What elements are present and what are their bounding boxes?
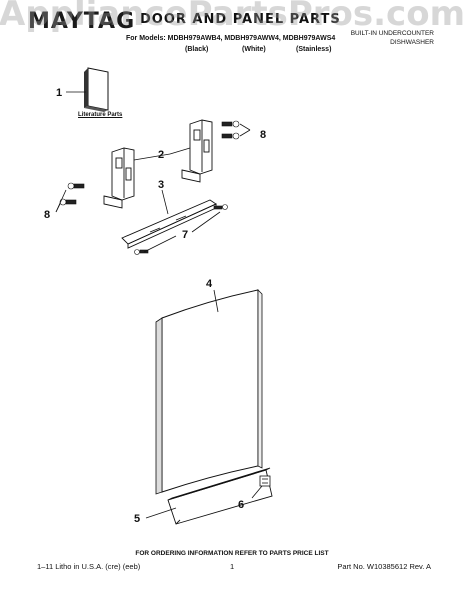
callout-4: 4 [206, 278, 213, 290]
left-hinge-bracket [103, 147, 135, 209]
literature-part [84, 67, 109, 112]
lithograph-note: 1–11 Litho in U.S.A. (cre) (eeb) [37, 562, 141, 571]
leader-line-6 [251, 485, 263, 499]
callout-2: 2 [158, 149, 164, 161]
leader-line-4 [213, 289, 219, 313]
leader-line-2a [133, 153, 171, 161]
toe-panel-clip [259, 475, 271, 487]
callout-8-right: 8 [260, 129, 266, 141]
callout-7: 7 [182, 229, 188, 241]
page-number: 1 [230, 562, 235, 571]
screw-set-left [59, 182, 85, 206]
variant-stainless: (Stainless) [296, 46, 332, 53]
leader-line-2b [169, 147, 191, 155]
door-channel-rail [121, 199, 217, 249]
leader-line-3 [161, 189, 169, 215]
callout-3: 3 [158, 179, 164, 191]
page-title: DOOR AND PANEL PARTS [140, 12, 341, 27]
callout-5: 5 [134, 513, 140, 525]
variant-white: (White) [242, 46, 266, 53]
product-type-line1: BUILT-IN UNDERCOUNTER [350, 30, 434, 37]
brand-logo: MAYTAG [28, 9, 136, 34]
screw-set-right [221, 120, 240, 140]
product-type-line2: DISHWASHER [390, 39, 434, 46]
callout-6: 6 [238, 499, 244, 511]
right-hinge-bracket [181, 119, 213, 183]
literature-parts-label: Literature Parts [78, 112, 123, 118]
ordering-note: FOR ORDERING INFORMATION REFER TO PARTS … [135, 550, 329, 557]
part-number: Part No. W10385612 Rev. A [337, 562, 431, 571]
models-line: For Models: MDBH979AWB4, MDBH979AWW4, MD… [126, 35, 336, 42]
callout-8-left: 8 [44, 209, 50, 221]
toe-panel [167, 467, 273, 525]
leader-line-5 [145, 507, 177, 519]
door-panel [155, 289, 263, 495]
product-type: BUILT-IN UNDERCOUNTER DISHWASHER [351, 29, 434, 47]
callout-1: 1 [56, 87, 62, 99]
variant-black: (Black) [185, 46, 209, 53]
rail-screws [134, 204, 228, 255]
